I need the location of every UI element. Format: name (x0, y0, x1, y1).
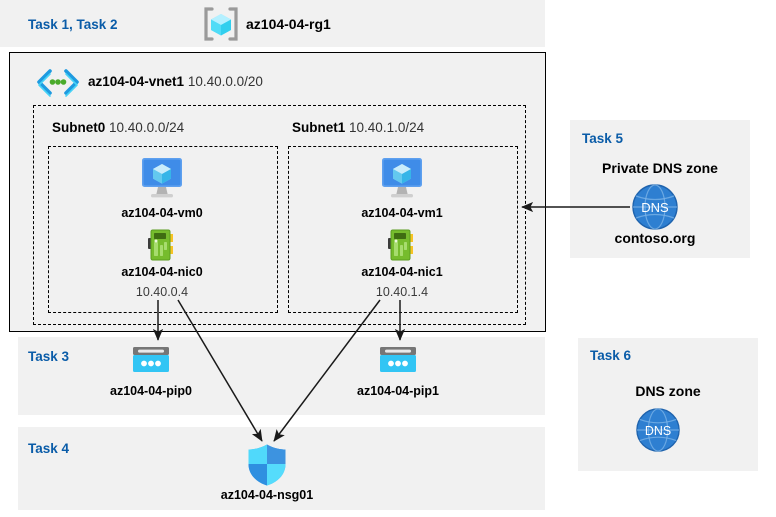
subnet0-box (48, 146, 278, 313)
task3-panel (18, 337, 545, 415)
pip1-label: az104-04-pip1 (357, 384, 439, 398)
subnet0-header: Subnet0 10.40.0.0/24 (52, 120, 184, 135)
task-label-3: Task 3 (28, 349, 70, 364)
virtual-machine-icon (138, 156, 186, 200)
public-ip-icon (378, 345, 418, 377)
resource-group-name: az104-04-rg1 (246, 16, 331, 32)
subnet1-box (288, 146, 518, 313)
virtual-network-icon (34, 68, 82, 97)
vnet-name: az104-04-vnet1 (88, 74, 185, 89)
task-label-6: Task 6 (590, 348, 632, 363)
subnet1-cidr: 10.40.1.0/24 (349, 120, 425, 135)
virtual-machine-icon (378, 156, 426, 200)
public-ip-icon (131, 345, 171, 377)
vnet-header: az104-04-vnet1 10.40.0.0/20 (88, 74, 263, 89)
dns-zone-icon: DNS (635, 407, 681, 453)
private-dns-zone-name: contoso.org (614, 230, 696, 246)
network-interface-icon (387, 228, 419, 262)
task-label-5: Task 5 (582, 131, 624, 146)
nic0-label: az104-04-nic0 (121, 265, 203, 279)
subnet0-name: Subnet0 (52, 120, 106, 135)
svg-text:DNS: DNS (641, 200, 669, 215)
subnet1-name: Subnet1 (292, 120, 346, 135)
vm1-label: az104-04-vm1 (361, 206, 443, 220)
dns-zone-heading: DNS zone (635, 383, 701, 399)
private-dns-zone-heading: Private DNS zone (602, 160, 718, 176)
subnet1-header: Subnet1 10.40.1.0/24 (292, 120, 424, 135)
nic1-ip: 10.40.1.4 (375, 285, 429, 299)
subnet0-cidr: 10.40.0.0/24 (109, 120, 185, 135)
nic1-label: az104-04-nic1 (361, 265, 443, 279)
resource-group-icon (200, 6, 242, 42)
task-label-4: Task 4 (28, 441, 70, 456)
dns-zone-icon: DNS (631, 183, 679, 231)
task-label-1-2: Task 1, Task 2 (28, 17, 118, 32)
svg-text:DNS: DNS (645, 424, 671, 438)
vnet-address-space: 10.40.0.0/20 (187, 74, 263, 89)
network-security-group-icon (246, 443, 288, 487)
vm0-label: az104-04-vm0 (121, 206, 203, 220)
nsg-label: az104-04-nsg01 (220, 488, 314, 502)
pip0-label: az104-04-pip0 (110, 384, 192, 398)
network-interface-icon (147, 228, 179, 262)
resource-group-band (0, 0, 545, 47)
nic0-ip: 10.40.0.4 (135, 285, 189, 299)
